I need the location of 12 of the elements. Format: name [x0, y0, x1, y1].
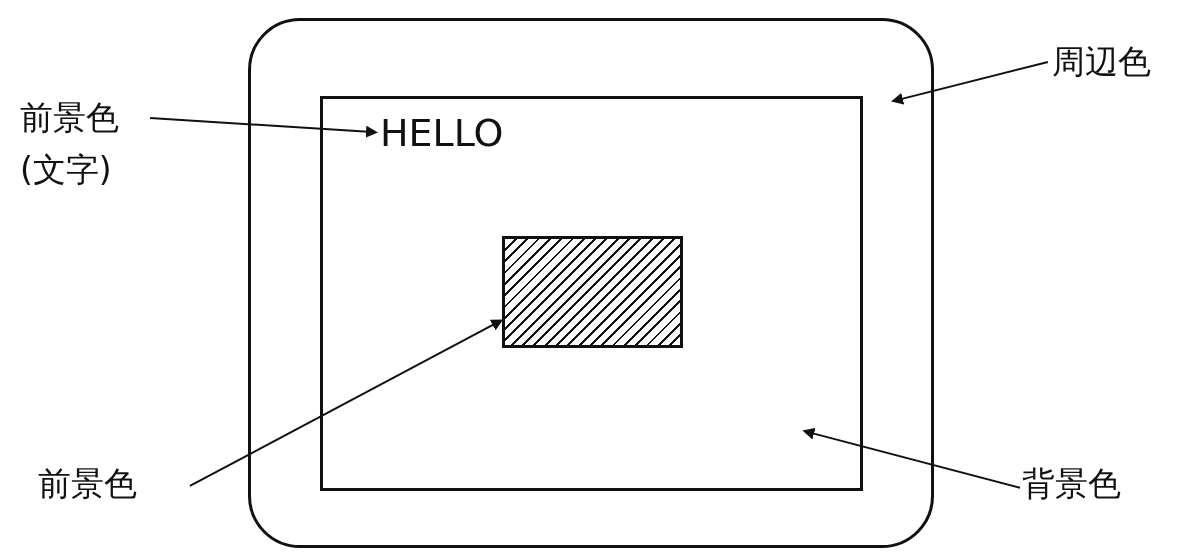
arrow — [149, 117, 378, 138]
hatched-rectangle — [502, 236, 683, 348]
display-frame — [248, 18, 934, 548]
arrow — [891, 61, 1049, 105]
annotation-label: 背景色 — [1022, 460, 1172, 508]
screen-area — [320, 96, 863, 491]
annotation-label: 前景色 — [38, 460, 188, 508]
annotation-label: 前景色(文字) — [20, 92, 148, 196]
arrow — [802, 427, 1022, 489]
arrow — [188, 319, 504, 487]
annotation-label: 周辺色 — [1052, 38, 1192, 86]
screen-text: HELLO — [380, 108, 550, 158]
